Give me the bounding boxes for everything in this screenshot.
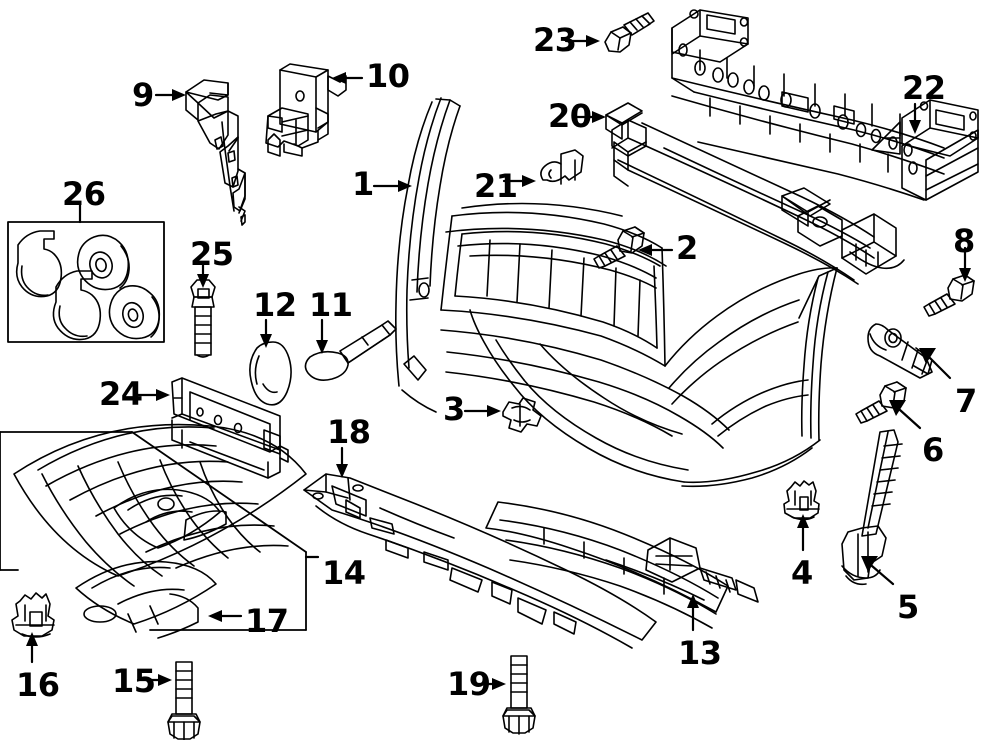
clip-fastener-11: [304, 320, 397, 381]
callout-12[interactable]: 12: [253, 286, 297, 324]
callout-14[interactable]: 14: [322, 554, 366, 592]
push-pin-retainer-4: [783, 480, 820, 521]
callout-2[interactable]: 2: [676, 229, 698, 267]
callout-6[interactable]: 6: [922, 431, 944, 469]
retainer-clip-3: [502, 397, 542, 433]
callout-8[interactable]: 8: [953, 222, 975, 260]
bolt-2: [593, 226, 645, 269]
callout-7[interactable]: 7: [955, 382, 977, 420]
bolt-25: [190, 279, 216, 358]
bolt-15: [167, 661, 201, 740]
bolt-8: [923, 274, 975, 317]
right-upper-bracket: [265, 63, 347, 157]
callout-leaders: [26, 35, 971, 690]
callout-21[interactable]: 21: [474, 167, 518, 205]
left-upper-bracket: [185, 79, 246, 226]
engine-under-cover: [0, 423, 319, 639]
front-bumper-cover: [395, 97, 838, 488]
air-deflector: [303, 473, 657, 649]
callout-26[interactable]: 26: [62, 175, 106, 213]
impact-bar-reinforcement: [671, 9, 979, 201]
callout-23[interactable]: 23: [533, 21, 577, 59]
callout-1[interactable]: 1: [352, 165, 374, 203]
callout-10[interactable]: 10: [366, 57, 410, 95]
callout-15[interactable]: 15: [112, 662, 156, 700]
grommet-12: [249, 341, 292, 406]
side-bracket-stay: [841, 429, 903, 586]
clip-fastener-21: [540, 149, 584, 185]
push-pin-retainer-16: [11, 592, 55, 638]
callout-18[interactable]: 18: [327, 413, 371, 451]
center-support-bracket: [171, 377, 289, 479]
callout-24[interactable]: 24: [99, 375, 143, 413]
callout-13[interactable]: 13: [678, 634, 722, 672]
callout-3[interactable]: 3: [443, 390, 465, 428]
callout-25[interactable]: 25: [190, 235, 234, 273]
callout-20[interactable]: 20: [548, 97, 592, 135]
callout-5[interactable]: 5: [897, 588, 919, 626]
callout-9[interactable]: 9: [132, 76, 154, 114]
callout-16[interactable]: 16: [16, 666, 60, 704]
callout-4[interactable]: 4: [791, 554, 813, 592]
lower-valance-spoiler: [485, 501, 759, 629]
callout-19[interactable]: 19: [447, 665, 491, 703]
callout-17[interactable]: 17: [245, 602, 289, 640]
callout-11[interactable]: 11: [309, 286, 353, 324]
callout-22[interactable]: 22: [902, 69, 946, 107]
bolt-23: [604, 12, 655, 53]
bolt-19: [502, 655, 536, 735]
grommet-kit-box: [7, 204, 165, 343]
